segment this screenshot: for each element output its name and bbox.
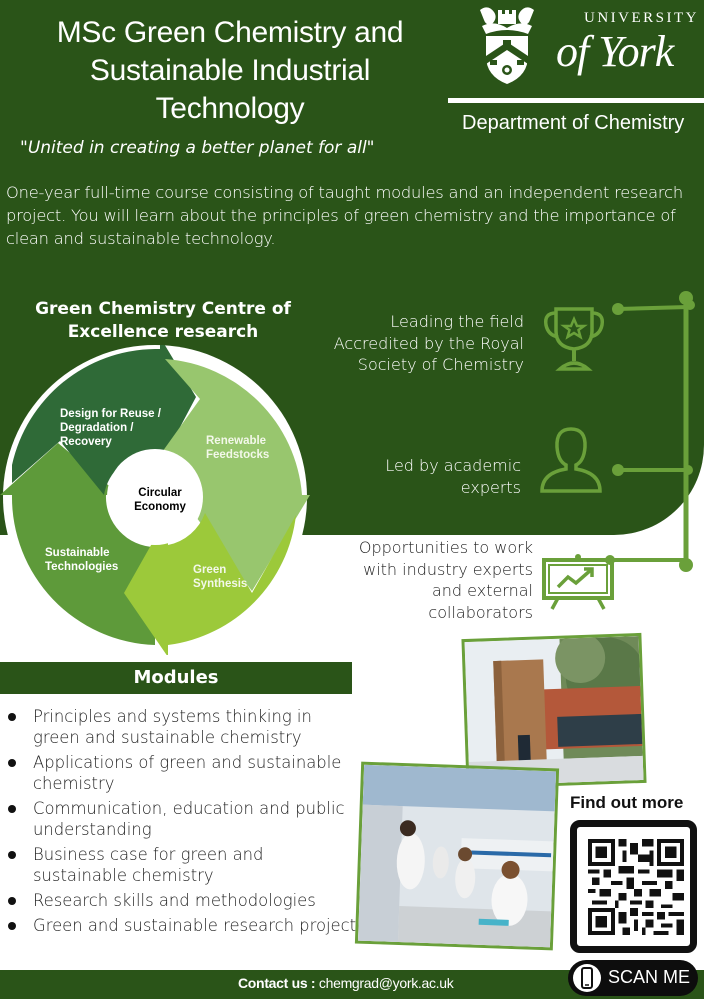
contact-email-link[interactable]: chemgrad@york.ac.uk (318, 975, 454, 991)
segment-design-for-reuse: Design for Reuse / Degradation / Recover… (60, 408, 161, 448)
logo-york-text: of York (556, 27, 674, 76)
contact-info: Contact us : chemgrad@york.ac.uk (238, 975, 454, 991)
find-out-more-heading: Find out more (570, 793, 684, 812)
module-item: Principles and systems thinking in green… (8, 706, 358, 748)
qr-code-icon (588, 839, 684, 935)
presentation-chart-icon (542, 554, 614, 610)
feature-connector (605, 291, 695, 572)
cycle-title-line-1: Green Chemistry Centre of (35, 299, 291, 319)
contact-label: Contact us : (238, 975, 316, 991)
module-item: Business case for green and sustainable … (8, 844, 358, 886)
bullet-icon (8, 922, 16, 930)
qr-code[interactable] (570, 820, 697, 953)
cycle-title: Green Chemistry Centre of Excellence res… (18, 298, 308, 344)
divider (448, 98, 704, 103)
tagline: "United in creating a better planet for … (20, 138, 375, 158)
feature-industry-collaboration: Opportunities to work with industry expe… (358, 538, 533, 622)
department-name: Department of Chemistry (462, 112, 685, 134)
building-photo (461, 632, 647, 790)
cycle-center-label: Circular Economy (134, 487, 186, 513)
modules-heading: Modules (0, 662, 352, 694)
title-line-3: Technology (155, 92, 305, 125)
bullet-icon (8, 897, 16, 905)
module-item: Research skills and methodologies (8, 890, 358, 911)
module-item: Communication, education and public unde… (8, 798, 358, 840)
title-line-2: Sustainable Industrial (89, 54, 371, 87)
university-crest-icon (480, 7, 534, 84)
module-item: Green and sustainable research project (8, 915, 358, 936)
cycle-title-line-2: Excellence research (67, 322, 259, 342)
bullet-icon (8, 805, 16, 813)
scan-me-button[interactable]: SCAN ME (568, 960, 698, 996)
laboratory-photo (354, 761, 560, 951)
segment-renewable-feedstocks: Renewable Feedstocks (206, 435, 270, 461)
feature-accreditation: Leading the field Accredited by the Roya… (333, 312, 524, 374)
feature-academic-experts: Led by academic experts (385, 456, 521, 497)
modules-list: Principles and systems thinking in green… (8, 706, 358, 940)
cycle-graphic (0, 345, 310, 655)
bullet-icon (8, 851, 16, 859)
page-title: MSc Green Chemistry and Sustainable Indu… (20, 14, 440, 128)
circular-economy-diagram: Design for Reuse / Degradation / Recover… (0, 345, 310, 655)
title-line-1: MSc Green Chemistry and (56, 16, 404, 49)
bullet-icon (8, 759, 16, 767)
bullet-icon (8, 713, 16, 721)
segment-green-synthesis: Green Synthesis (193, 564, 248, 590)
segment-sustainable-technologies: Sustainable Technologies (45, 547, 119, 573)
course-intro: One-year full-time course consisting of … (6, 183, 683, 248)
university-logo[interactable]: UNIVERSITY of York (468, 2, 704, 90)
phone-icon (573, 964, 601, 992)
module-item: Applications of green and sustainable ch… (8, 752, 358, 794)
logo-university-text: UNIVERSITY (584, 10, 699, 26)
person-icon (540, 427, 602, 493)
scan-me-label: SCAN ME (608, 967, 691, 987)
trophy-icon (543, 307, 605, 371)
